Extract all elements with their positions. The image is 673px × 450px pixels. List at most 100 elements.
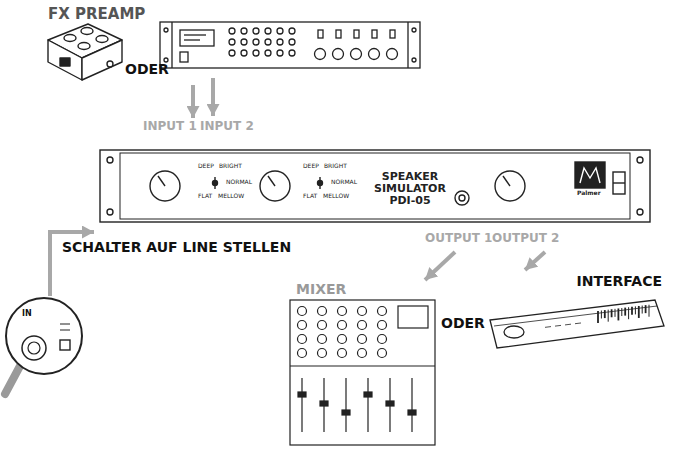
magnifier-part: [5, 366, 20, 394]
rack-effects-unit-part: [184, 39, 200, 40]
magnifier-part: [28, 342, 40, 354]
magnifier-part: [60, 324, 70, 325]
rack-effects-unit-part: [253, 39, 259, 45]
mixer-illustration-part: [386, 401, 394, 406]
mixer-illustration-part: [378, 321, 387, 330]
speaker-simulator-faceplate-part: [260, 171, 290, 201]
speaker-simulator-faceplate-part: [268, 176, 275, 186]
interface-illustration-part: [601, 310, 602, 318]
mixer-illustration-part: [338, 349, 347, 358]
rack-effects-unit-part: [277, 39, 283, 45]
interface-illustration-part: [555, 325, 561, 327]
interface-illustration-part: [504, 326, 524, 338]
rack-effects-unit-part: [407, 22, 408, 68]
interface-illustration-part: [597, 311, 599, 323]
switch-label: MELLOW: [323, 193, 349, 200]
mixer-illustration-part: [398, 306, 428, 328]
rack-effects-unit-part: [277, 28, 283, 34]
speaker-simulator-faceplate-part: [100, 150, 650, 222]
speaker-simulator-faceplate-part: [107, 209, 113, 215]
rack-effects-unit-part: [253, 50, 259, 56]
jack-label: IN: [22, 310, 32, 319]
rack-effects-unit-part: [171, 22, 172, 68]
speaker-simulator-faceplate-part: [637, 157, 643, 163]
rack-effects-unit: [160, 22, 420, 68]
mixer-illustration-part: [367, 378, 368, 432]
interface-illustration-part: [649, 305, 650, 317]
mixer-illustration-part: [358, 321, 367, 330]
speaker-simulator-faceplate-part: [158, 176, 165, 186]
preamp-pedal-part: [81, 28, 93, 35]
rack-effects-unit-part: [412, 28, 416, 32]
speaker-simulator-faceplate-part: [120, 153, 630, 219]
interface-illustration-part: [615, 309, 616, 317]
rack-effects-unit-part: [164, 28, 168, 32]
interface-illustration-part: [618, 308, 620, 320]
mixer-illustration-part: [358, 335, 367, 344]
magnifier-part: [22, 336, 46, 360]
mixer-illustration-part: [342, 410, 350, 415]
mixer-illustration-part: [318, 307, 327, 316]
interface-illustration-part: [565, 324, 571, 326]
mixer-illustration-part: [290, 365, 435, 366]
rack-effects-unit-part: [333, 49, 344, 60]
mixer-illustration-part: [411, 378, 412, 432]
rack-effects-unit-part: [390, 30, 395, 38]
input-label: INPUT 1: [143, 120, 197, 133]
mixer-illustration-part: [408, 410, 416, 415]
mixer-illustration-part: [298, 307, 307, 316]
magnifier-part: [60, 340, 70, 350]
input-label: INPUT 2: [200, 120, 254, 133]
node-title: SPEAKER SIMULATOR PDI-05: [372, 171, 448, 207]
rack-effects-unit-part: [241, 39, 247, 45]
signal-arrow: [191, 85, 195, 118]
switch-label: NORMAL: [331, 179, 357, 186]
mixer-illustration-part: [358, 349, 367, 358]
rack-effects-unit-part: [354, 30, 359, 38]
speaker-simulator-faceplate-part: [580, 168, 600, 183]
magnifier: [5, 298, 82, 394]
preamp-pedal-part: [107, 61, 113, 67]
speaker-simulator-faceplate-part: [637, 209, 643, 215]
output-label: OUTPUT 2: [492, 232, 559, 245]
input-arrow: [211, 78, 215, 116]
mixer-illustration-part: [298, 321, 307, 330]
node-title: FX PREAMP: [48, 6, 145, 22]
speaker-simulator-faceplate-part: [318, 181, 323, 186]
mixer-illustration-part: [298, 349, 307, 358]
interface-illustration-part: [635, 306, 636, 314]
mixer-illustration-part: [338, 321, 347, 330]
signal-arrow: [525, 252, 545, 270]
interface-illustration-part: [494, 306, 657, 326]
speaker-simulator-faceplate-part: [455, 191, 469, 205]
speaker-simulator-faceplate: [100, 150, 650, 222]
mixer-illustration-part: [290, 300, 435, 445]
preamp-pedal-part: [96, 36, 108, 43]
rack-effects-unit-part: [265, 39, 271, 45]
switch-label: BRIGHT: [219, 163, 242, 170]
speaker-simulator-faceplate-part: [213, 181, 218, 186]
mixer-illustration-part: [301, 378, 302, 432]
node-title: INTERFACE: [577, 274, 662, 289]
rack-effects-unit-part: [412, 58, 416, 62]
interface-illustration-part: [631, 307, 633, 315]
rack-effects-unit-part: [369, 49, 380, 60]
speaker-simulator-faceplate-part: [459, 195, 465, 201]
interface-illustration-part: [645, 305, 647, 313]
mixer-node: MIXER: [285, 280, 440, 447]
mixer-illustration-part: [378, 349, 387, 358]
interface-illustration-part: [545, 326, 551, 328]
interface-illustration-part: [628, 307, 629, 319]
interface-illustration-part: [611, 309, 613, 317]
rack-effects-unit-part: [265, 50, 271, 56]
interface-illustration-part: [575, 322, 581, 324]
rack-effects-unit-part: [229, 28, 235, 34]
speaker-simulator-faceplate-part: [613, 172, 625, 194]
rack-effects-unit-part: [160, 22, 420, 68]
magnifier-part: [6, 298, 82, 374]
mixer-illustration-part: [345, 378, 346, 432]
interface-illustration-part: [545, 305, 649, 328]
speaker-simulator-node: SPEAKER SIMULATOR PDI-05: [100, 118, 650, 252]
interface-illustration-part: [490, 300, 664, 348]
